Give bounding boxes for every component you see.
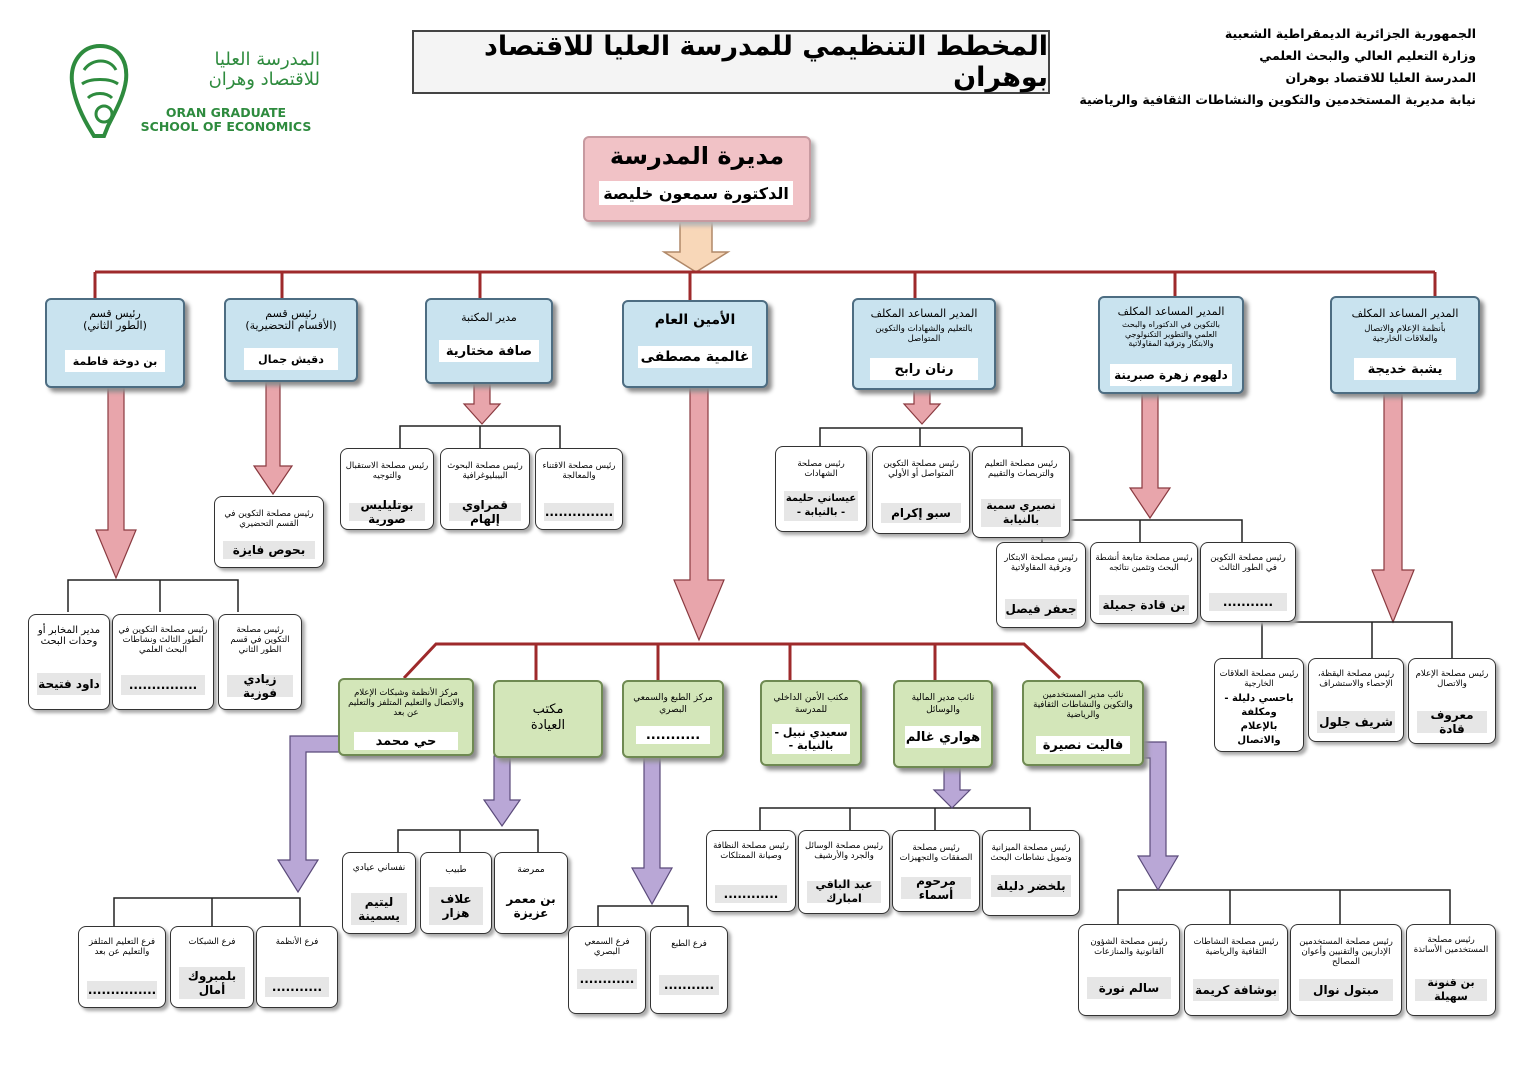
arrow-g5 <box>932 765 972 809</box>
teaching-staff-service: رئيس مصلحة المستخدمين الأساتذة بن قنونة … <box>1406 924 1496 1016</box>
director-title: مديرة المدرسة <box>609 142 785 170</box>
bibliographic-service: رئيس مصلحة البحوث البيبليوغرافية قمراوي … <box>440 448 530 530</box>
hr-deputy-director: نائب مدير المستخدمين والتكوين والنشاطات … <box>1022 680 1144 766</box>
phase3-doctoral-service: رئيس مصلحة التكوين في الطور الثالث .....… <box>1200 542 1296 622</box>
psychologist: نفساني عيادي ليتيم يسمينة <box>342 852 416 934</box>
deputy-director-teaching: المدير المساعد المكلف بالتعليم والشهادات… <box>852 298 996 390</box>
chart-title: المخطط التنظيمي للمدرسة العليا للاقتصاد … <box>412 30 1050 94</box>
admin-staff-service: رئيس مصلحة المستخدمين الإداريين والتقنيي… <box>1290 924 1402 1016</box>
director-box: مديرة المدرسة الدكتورة سمعون خليصة <box>583 136 811 222</box>
maintenance-service: رئيس مصلحة النظافة وصيانة الممتلكات ....… <box>706 830 796 912</box>
arrow-g3 <box>630 755 674 906</box>
clinic-office: مكتب العيادة <box>493 680 603 758</box>
deputy-director-research: المدير المساعد المكلف بالتكوين في الدكتو… <box>1098 296 1244 394</box>
director-name: الدكتورة سمعون خليصة <box>599 181 793 205</box>
doctor: طبيب علاف هزار <box>420 852 492 934</box>
innovation-service: رئيس مصلحة الابتكار وترقية المقاولاتية ج… <box>996 542 1086 628</box>
legal-affairs-service: رئيس مصلحة الشؤون القانونية والمنازعات س… <box>1078 924 1180 1016</box>
arrow-g6 <box>1136 741 1180 892</box>
procurement-service: رئيس مصلحة الصفقات والتجهيزات مرحوم أسما… <box>892 830 980 912</box>
header-line-1: الجمهورية الجزائرية الديمقراطية الشعبية <box>1224 26 1476 41</box>
arrow-sg <box>673 385 725 642</box>
printing-center: مركز الطبع والسمعي البصري ........... <box>622 680 724 758</box>
secretary-general: الأمين العام غالمية مصطفى <box>622 300 768 388</box>
header-line-2: وزارة التعليم العالي والبحث العلمي <box>1259 48 1476 63</box>
teaching-internships-service: رئيس مصلحة التعليم والتربصات والتقييم نص… <box>972 446 1070 538</box>
arrow-a6 <box>1128 393 1172 520</box>
header-line-4: نيابة مديرية المستخدمين والتكوين والنشاط… <box>1079 92 1476 107</box>
school-logo <box>64 40 324 140</box>
deputy-director-ict: المدير المساعد المكلف بأنظمة الإعلام وال… <box>1330 296 1480 394</box>
external-relations-service: رئيس مصلحة العلاقات الخارجية باحسي دليلة… <box>1214 658 1304 752</box>
arrow-a1 <box>95 385 137 580</box>
acquisition-service: رئيس مصلحة الاقتناء والمعالجة ..........… <box>535 448 623 530</box>
phase3-training-service: رئيس مصلحة التكوين في الطور الثالث ونشاط… <box>112 614 214 710</box>
systems-networks-center: مركز الأنظمة وشبكات الإعلام والاتصال وال… <box>338 678 474 756</box>
nurse: ممرضة بن معمر عزيزة <box>494 852 568 934</box>
ict-service: رئيس مصلحة الإعلام والاتصال معروف قادة <box>1408 658 1496 744</box>
certificates-service: رئيس مصلحة الشهادات عيساني حليمة - بالني… <box>775 446 867 532</box>
arrow-a5 <box>902 385 942 425</box>
lion-emblem-icon <box>69 43 129 138</box>
arrow-a7 <box>1371 393 1415 624</box>
audiovisual-branch: فرع السمعي البصري ............ <box>568 926 646 1014</box>
prep-training-service: رئيس مصلحة التكوين في القسم التحضيري بحو… <box>214 496 324 568</box>
inventory-archives-service: رئيس مصلحة الوسائل والجرد والأرشيف عبد ا… <box>798 830 890 914</box>
dept-head-prep: رئيس قسم(الأقسام التحضيرية) دقيش جمال <box>224 298 358 382</box>
research-monitoring-service: رئيس مصلحة متابعة أنشطة البحث وتثمين نتا… <box>1090 542 1198 624</box>
cultural-activities-service: رئيس مصلحة النشاطات الثقافية والرياضية ب… <box>1184 924 1288 1016</box>
finance-deputy-director: نائب مدير المالية والوسائل هواري غالم <box>893 680 993 768</box>
networks-branch: فرع الشبكات بلمبروك أمال <box>170 926 254 1008</box>
library-director: مدير المكتبة صافة مختارية <box>425 298 553 384</box>
phase2-training-service: رئيس مصلحة التكوين في قسم الطور الثاني ز… <box>218 614 302 710</box>
arrow-a2 <box>252 381 294 496</box>
labs-director: مدير المخابر أو وحدات البحث داود فتيحة <box>28 614 110 710</box>
continuing-training-service: رئيس مصلحة التكوين المتواصل أو الأولي سب… <box>872 446 970 534</box>
distance-learning-branch: فرع التعليم المتلفز والتعليم عن بعد ....… <box>78 926 166 1008</box>
systems-branch: فرع الأنظمة ........... <box>256 926 338 1008</box>
reception-service: رئيس مصلحة الاستقبال والتوجيه بوتليليس ص… <box>340 448 434 530</box>
printing-branch: فرع الطبع ........... <box>650 926 728 1014</box>
arrow-g2 <box>482 755 522 828</box>
arrow-g1 <box>276 735 341 894</box>
arrow-a3 <box>462 381 502 425</box>
director-arrow <box>661 221 731 273</box>
dept-head-phase2: رئيس قسم(الطور الثاني) بن دوخة فاطمة <box>45 298 185 388</box>
budget-service: رئيس مصلحة الميزانية وتمويل نشاطات البحث… <box>982 830 1080 916</box>
security-office: مكتب الأمن الداخلي للمدرسة سعيدي نبيل - … <box>760 680 862 766</box>
header-line-3: المدرسة العليا للاقتصاد بوهران <box>1285 70 1476 85</box>
monitoring-statistics-service: رئيس مصلحة اليقظة، الإحصاء والاستشراف شر… <box>1308 658 1404 742</box>
